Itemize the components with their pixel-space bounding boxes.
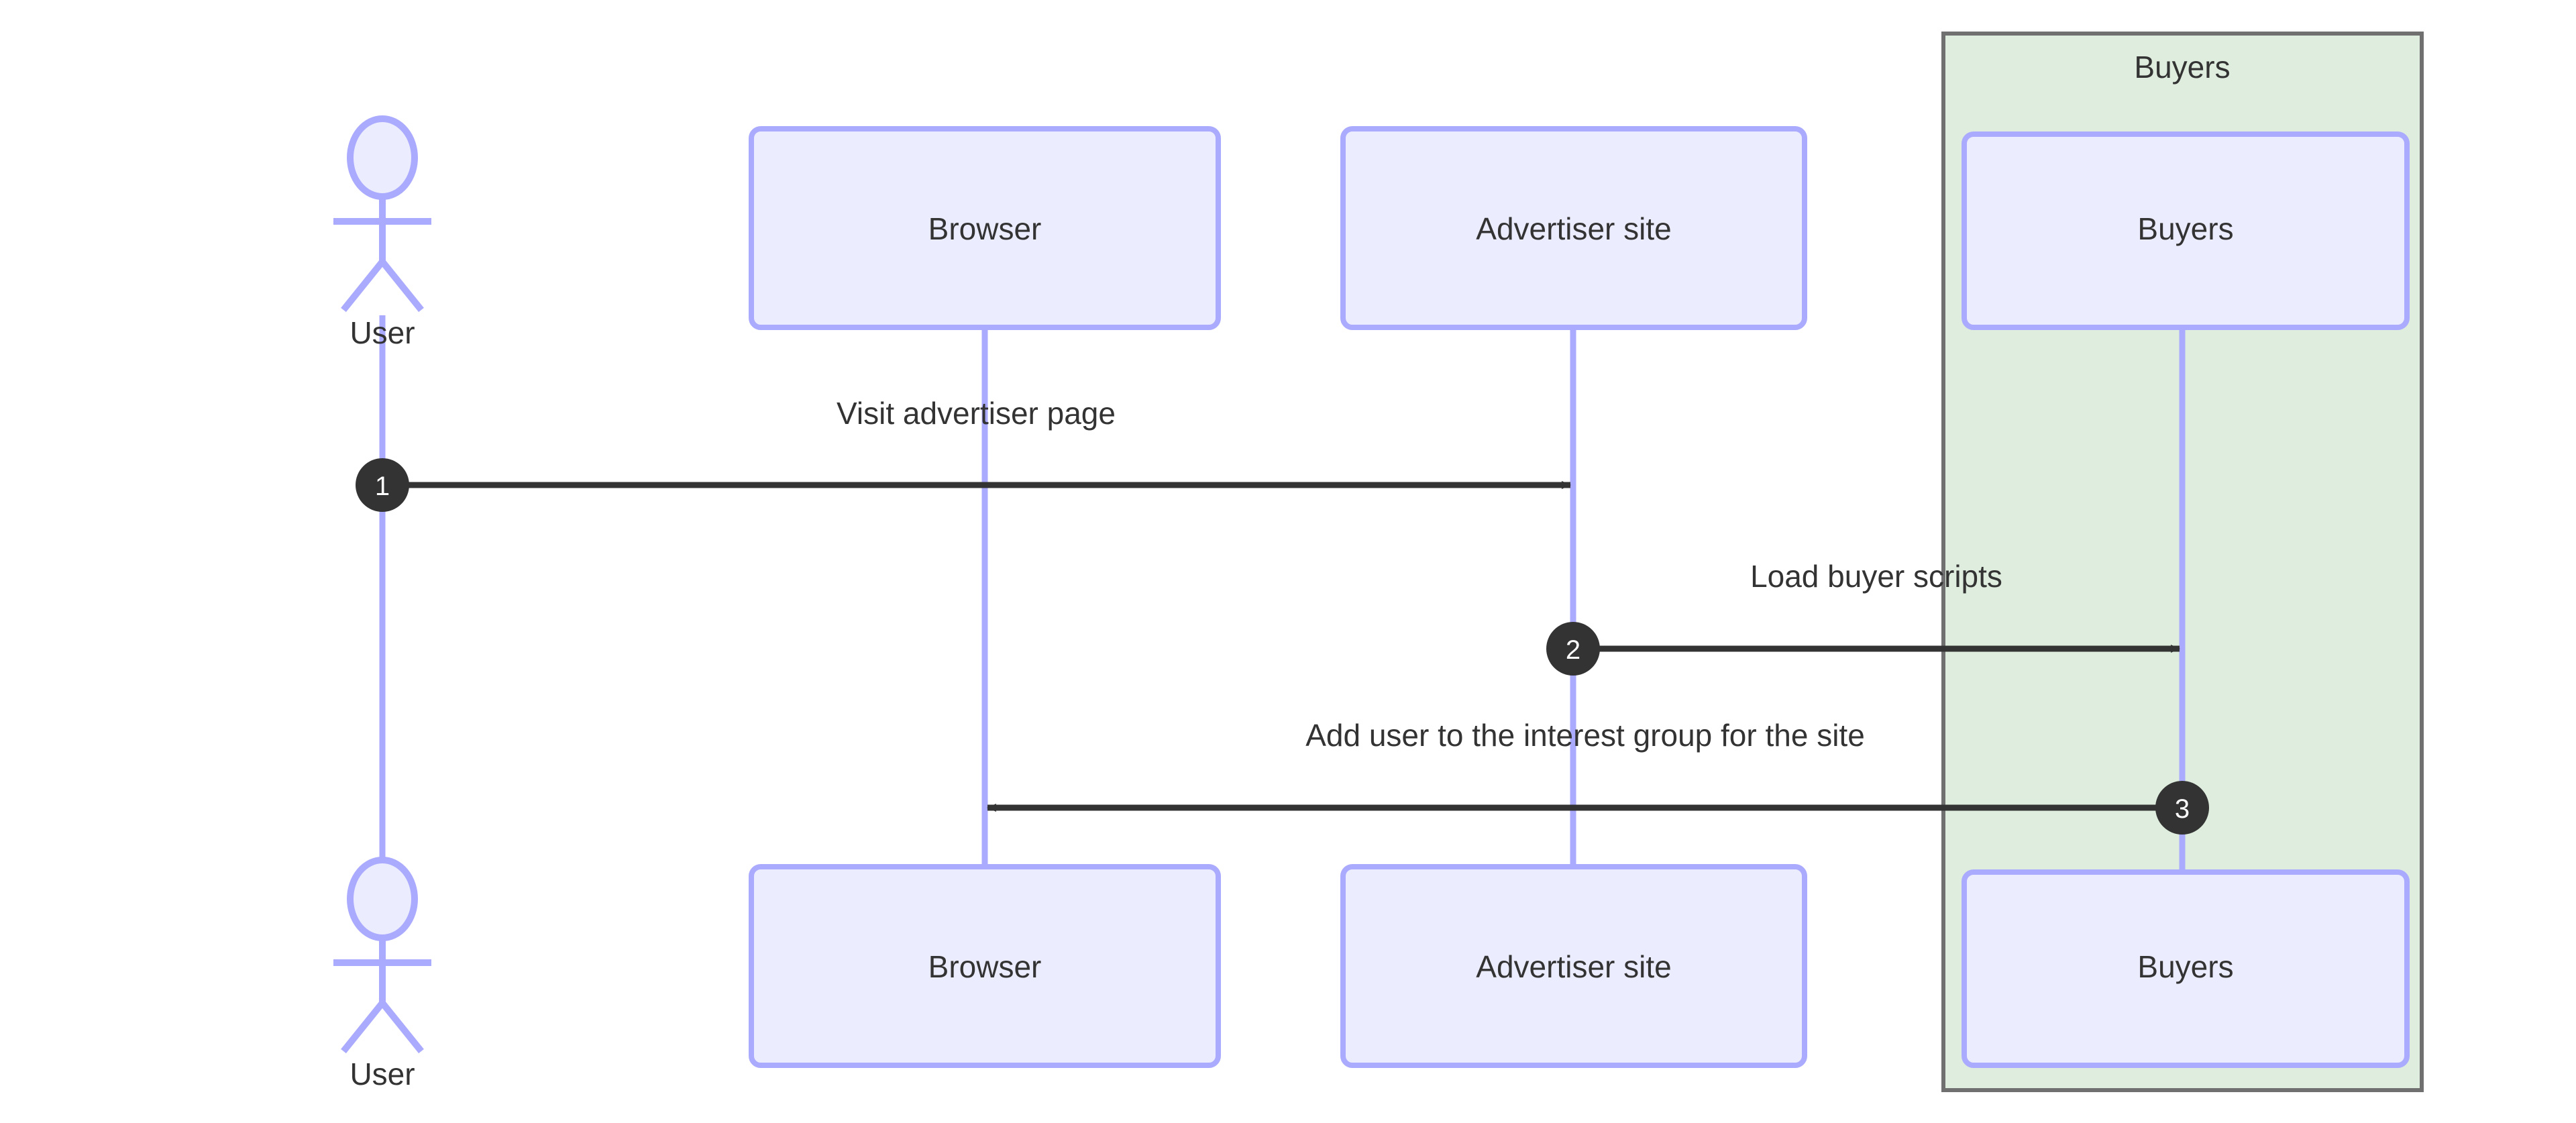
participant-advertiser-top-label: Advertiser site: [1476, 211, 1671, 246]
actor-head-icon: [347, 115, 418, 200]
message-1[interactable]: Visit advertiser page 1: [356, 396, 1571, 512]
group-buyers-label: Buyers: [2134, 50, 2230, 85]
participant-advertiser-bottom-label: Advertiser site: [1476, 949, 1671, 984]
message-3[interactable]: Add user to the interest group for the s…: [987, 718, 2209, 835]
actor-leg-left-icon: [341, 259, 385, 313]
participant-user-top-label: User: [350, 315, 415, 350]
participant-buyers-bottom-label: Buyers: [2137, 949, 2233, 984]
participant-buyers-top[interactable]: Buyers: [1962, 131, 2410, 330]
participant-browser-bottom[interactable]: Browser: [749, 864, 1221, 1068]
participant-browser-bottom-rect: [749, 864, 1221, 1068]
message-1-sequence-badge: [356, 458, 409, 512]
participant-advertiser-bottom-rect: [1340, 864, 1807, 1068]
message-3-label: Add user to the interest group for the s…: [1305, 718, 1865, 753]
message-1-sequence-number: 1: [375, 472, 390, 501]
participant-advertiser-top[interactable]: Advertiser site: [1340, 126, 1807, 330]
message-2-label: Load buyer scripts: [1750, 559, 2002, 594]
participant-user-top[interactable]: User: [333, 115, 431, 350]
participant-user-bottom-label: User: [350, 1057, 415, 1091]
actor-leg-right-icon: [380, 259, 424, 313]
participant-browser-top-rect: [749, 126, 1221, 330]
participant-user-bottom[interactable]: User: [333, 857, 431, 1091]
actor-head-icon: [347, 857, 418, 941]
participant-advertiser-top-rect: [1340, 126, 1807, 330]
participant-browser-bottom-label: Browser: [928, 949, 1042, 984]
participant-buyers-top-label: Buyers: [2137, 211, 2233, 246]
message-1-label: Visit advertiser page: [837, 396, 1116, 431]
participant-browser-top-label: Browser: [928, 211, 1042, 246]
participant-browser-top[interactable]: Browser: [749, 126, 1221, 330]
participant-buyers-bottom-rect: [1962, 869, 2410, 1068]
message-2[interactable]: Load buyer scripts 2: [1546, 559, 2180, 676]
message-2-sequence-number: 2: [1566, 635, 1580, 665]
lifelines: [379, 315, 2186, 879]
message-2-sequence-badge: [1546, 622, 1600, 676]
message-3-sequence-number: 3: [2175, 794, 2190, 824]
actor-leg-right-icon: [380, 1000, 424, 1054]
participant-buyers-bottom[interactable]: Buyers: [1962, 869, 2410, 1068]
message-3-sequence-badge: [2155, 781, 2209, 835]
actor-leg-left-icon: [341, 1000, 385, 1054]
participant-buyers-top-rect: [1962, 131, 2410, 330]
participant-advertiser-bottom[interactable]: Advertiser site: [1340, 864, 1807, 1068]
